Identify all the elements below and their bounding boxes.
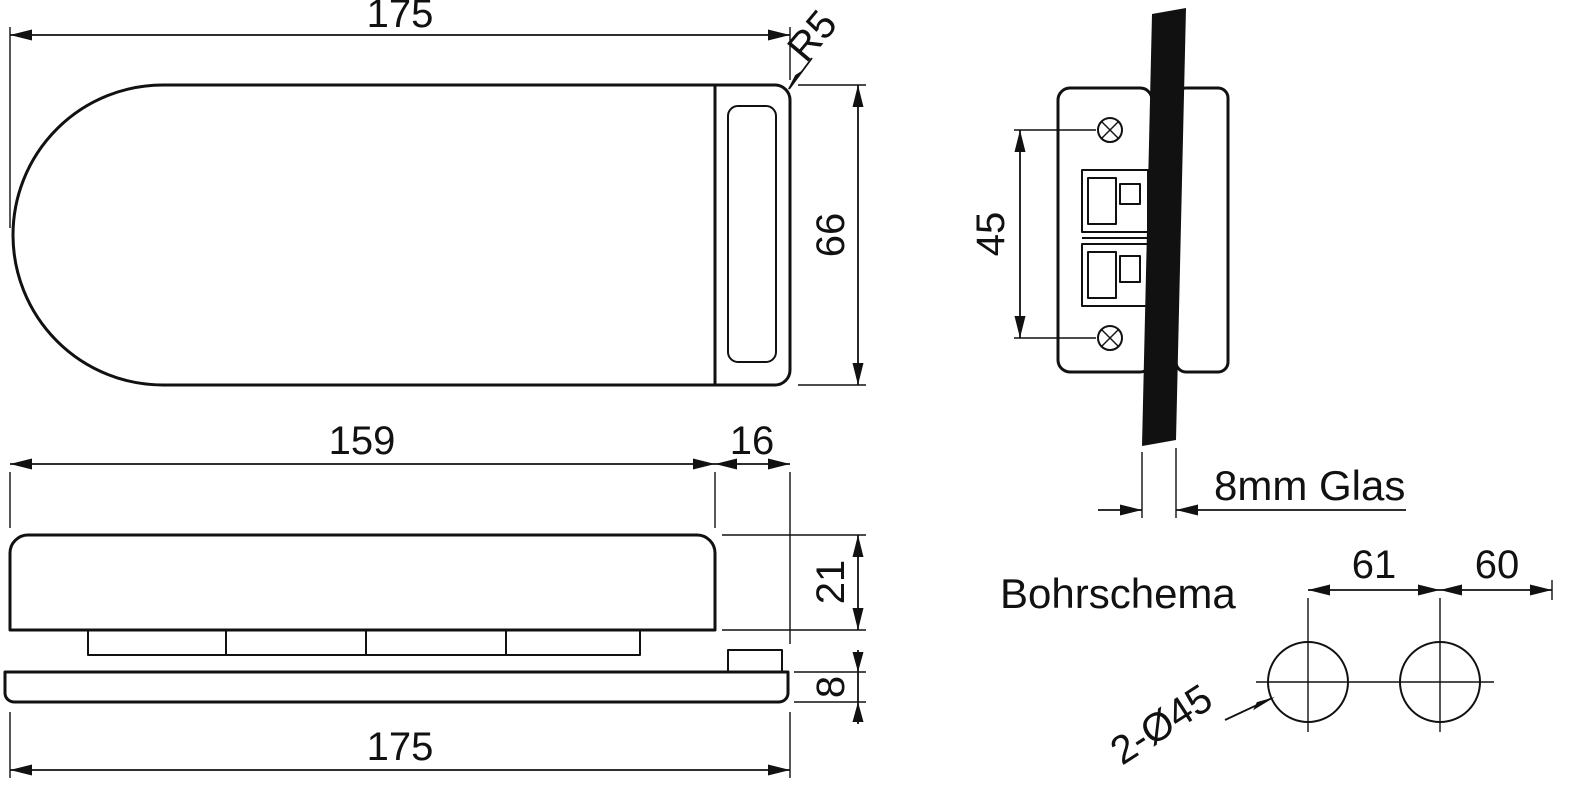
mechanism-detail: [1087, 177, 1117, 225]
arrowhead: [852, 702, 864, 722]
dim-body-length-label: 159: [329, 419, 396, 463]
arrowhead: [787, 70, 803, 91]
arrowhead: [852, 535, 864, 557]
arrowhead: [1418, 584, 1440, 596]
top-view-outline: [11, 83, 792, 387]
arrowhead: [10, 458, 32, 470]
arrowhead: [1530, 584, 1552, 596]
dim-top-width: 175: [9, 0, 791, 228]
dim-plate-height: 8: [794, 650, 866, 724]
dim-height-label: 66: [809, 213, 853, 258]
dim-corner-radius: R5: [779, 2, 846, 91]
glass-note-label: 8mm Glas: [1214, 462, 1405, 509]
mechanism-detail: [1119, 183, 1141, 205]
arrowhead: [1308, 584, 1330, 596]
arrowhead: [852, 652, 864, 672]
arrowhead: [10, 764, 32, 776]
dim-top-height: 66: [798, 84, 866, 386]
arrowhead: [852, 363, 864, 385]
dim-side-lengths: 159 16: [9, 419, 791, 644]
arrowhead: [693, 458, 715, 470]
dim-body-height: 21: [722, 534, 866, 631]
holes-note-label: 2-Ø45: [1103, 676, 1220, 773]
dim-total-length: 175: [9, 712, 791, 778]
dim-edge-spacing-label: 60: [1475, 543, 1520, 587]
mechanism-detail: [1087, 251, 1117, 299]
arrowhead: [852, 85, 864, 107]
dim-screw-spacing-label: 45: [969, 212, 1013, 257]
dim-body-height-label: 21: [809, 560, 853, 605]
top-view-slot: [727, 105, 777, 363]
side-view-body: [8, 533, 717, 632]
dim-total-length-label: 175: [367, 725, 434, 769]
mechanism-detail: [1119, 255, 1141, 283]
dim-screw-spacing: 45: [969, 129, 1096, 339]
arrowhead: [852, 608, 864, 630]
top-view: [11, 83, 792, 387]
screw-bottom: [1097, 325, 1123, 351]
dim-top-width-label: 175: [367, 0, 434, 36]
arrowhead: [768, 458, 790, 470]
arrowhead: [768, 29, 790, 41]
drill-schema: Bohrschema 61 60 2-Ø45: [1000, 543, 1553, 774]
arrowhead: [715, 458, 737, 470]
screw-top: [1097, 117, 1123, 143]
dim-hole-spacing-label: 61: [1352, 543, 1397, 587]
screw-slot: [1101, 329, 1119, 347]
arrowhead: [1014, 316, 1026, 338]
arrowhead: [768, 764, 790, 776]
glass-pane: [1142, 8, 1186, 446]
arrowhead: [1014, 130, 1026, 152]
dim-radius-label: R5: [779, 2, 846, 69]
side-view-gasket: [87, 629, 641, 656]
dim-clamp-length-label: 16: [730, 419, 775, 463]
screw-slot: [1101, 121, 1119, 139]
section-view: [1056, 8, 1230, 446]
arrowhead: [1176, 504, 1198, 516]
dim-glass-thickness: 8mm Glas: [1098, 448, 1406, 518]
side-view-end-cap: [727, 649, 783, 673]
drill-schema-title: Bohrschema: [1000, 570, 1236, 617]
fitting-right-half: [1174, 86, 1230, 374]
arrowhead: [10, 29, 32, 41]
leader-line: [788, 57, 813, 90]
dim-plate-height-label: 8: [809, 676, 853, 698]
arrowhead: [1440, 584, 1462, 596]
arrowhead: [1253, 697, 1275, 711]
side-view-base-plate: [3, 670, 790, 704]
side-view: [3, 533, 790, 704]
arrowhead: [1120, 504, 1142, 516]
